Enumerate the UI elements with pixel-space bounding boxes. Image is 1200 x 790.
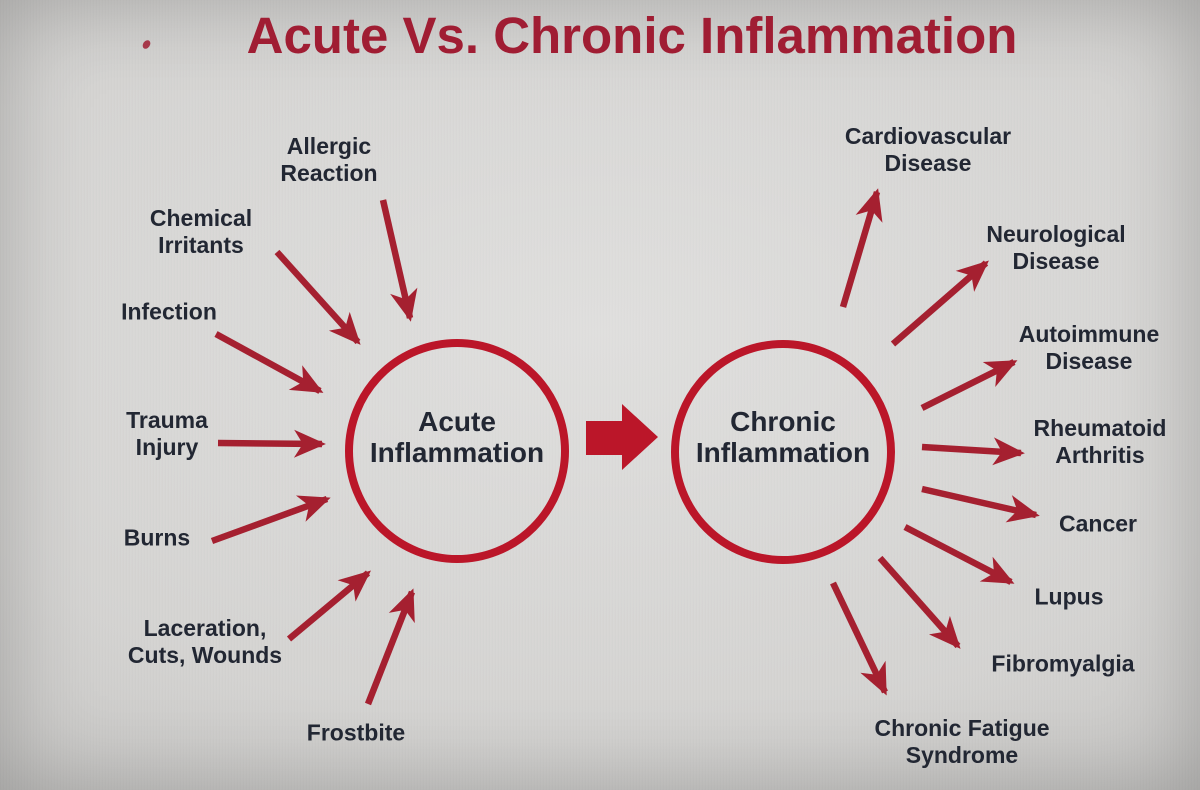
arrow-burns bbox=[210, 495, 331, 545]
arrow-neurological-disease bbox=[890, 260, 989, 347]
chronic-inflammation-circle bbox=[671, 340, 895, 564]
cause-arrows bbox=[210, 199, 418, 706]
arrow-lupus bbox=[903, 524, 1015, 585]
arrow-frostbite bbox=[364, 588, 416, 706]
outcome-label-neurological-disease: Neurological Disease bbox=[986, 220, 1126, 274]
arrow-cardiovascular-disease bbox=[839, 188, 883, 308]
arrow-rheumatoid-arthritis bbox=[921, 437, 1025, 466]
outcome-label-autoimmune-disease: Autoimmune Disease bbox=[1018, 320, 1160, 374]
cause-label-allergic-reaction: Allergic Reaction bbox=[280, 132, 378, 186]
arrow-autoimmune-disease bbox=[920, 359, 1018, 411]
outcome-label-chronic-fatigue-syndrome: Chronic Fatigue Syndrome bbox=[874, 714, 1050, 768]
page-title: Acute Vs. Chronic Inflammation bbox=[246, 7, 1018, 64]
cause-label-laceration-cuts-wounds: Laceration, Cuts, Wounds bbox=[127, 614, 283, 668]
outcome-label-lupus: Lupus bbox=[1034, 583, 1104, 610]
arrow-infection bbox=[214, 331, 324, 394]
arrow-allergic-reaction bbox=[379, 199, 418, 322]
arrow-chronic-fatigue-syndrome bbox=[830, 581, 888, 696]
cause-label-infection: Infection bbox=[121, 298, 217, 325]
outcome-label-fibromyalgia: Fibromyalgia bbox=[991, 650, 1135, 677]
cause-label-trauma-injury: Trauma Injury bbox=[126, 406, 208, 460]
cause-label-burns: Burns bbox=[123, 524, 191, 551]
outcome-label-rheumatoid-arthritis: Rheumatoid Arthritis bbox=[1033, 414, 1167, 468]
outcome-arrows bbox=[830, 188, 1040, 696]
chronic-circle-label: Chronic Inflammation bbox=[695, 406, 871, 468]
arrow-fibromyalgia bbox=[877, 555, 961, 649]
cause-label-chemical-irritants: Chemical Irritants bbox=[149, 204, 253, 258]
outcome-label-cardiovascular-disease: Cardiovascular Disease bbox=[844, 122, 1012, 176]
acute-circle-label: Acute Inflammation bbox=[369, 406, 545, 468]
arrow-chemical-irritants bbox=[274, 249, 361, 345]
arrow-laceration bbox=[286, 570, 371, 642]
acute-to-chronic-arrow bbox=[586, 404, 658, 470]
cause-label-frostbite: Frostbite bbox=[306, 719, 406, 746]
outcome-label-cancer: Cancer bbox=[1059, 510, 1137, 537]
arrow-cancer bbox=[921, 485, 1040, 523]
acute-inflammation-circle bbox=[345, 339, 569, 563]
arrow-trauma-injury bbox=[217, 429, 326, 458]
